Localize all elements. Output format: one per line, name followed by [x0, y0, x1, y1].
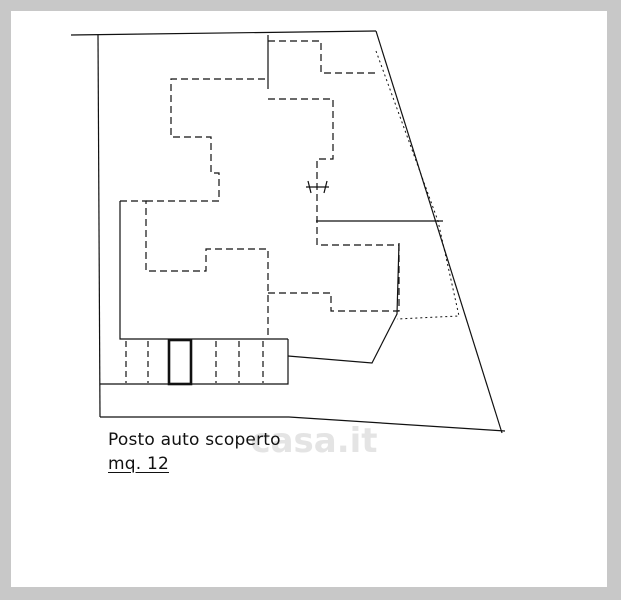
door-symbol: [306, 180, 329, 194]
caption-title: Posto auto scoperto: [108, 430, 281, 450]
parking-space-highlight: [167, 338, 193, 386]
garden-strip-dotted: [375, 50, 460, 320]
property-boundary: [70, 30, 506, 434]
drawing-sheet: casa.it Posto auto scoperto mq. 12: [11, 11, 607, 587]
watermark-text: casa.it: [250, 421, 377, 461]
building-outline-dashed: [120, 40, 400, 336]
solid-walls: [100, 35, 443, 385]
watermark-logo: casa.it: [250, 421, 377, 461]
floor-plan: [70, 30, 506, 434]
parking-bays: [125, 341, 264, 383]
caption-area: mq. 12: [108, 454, 169, 474]
